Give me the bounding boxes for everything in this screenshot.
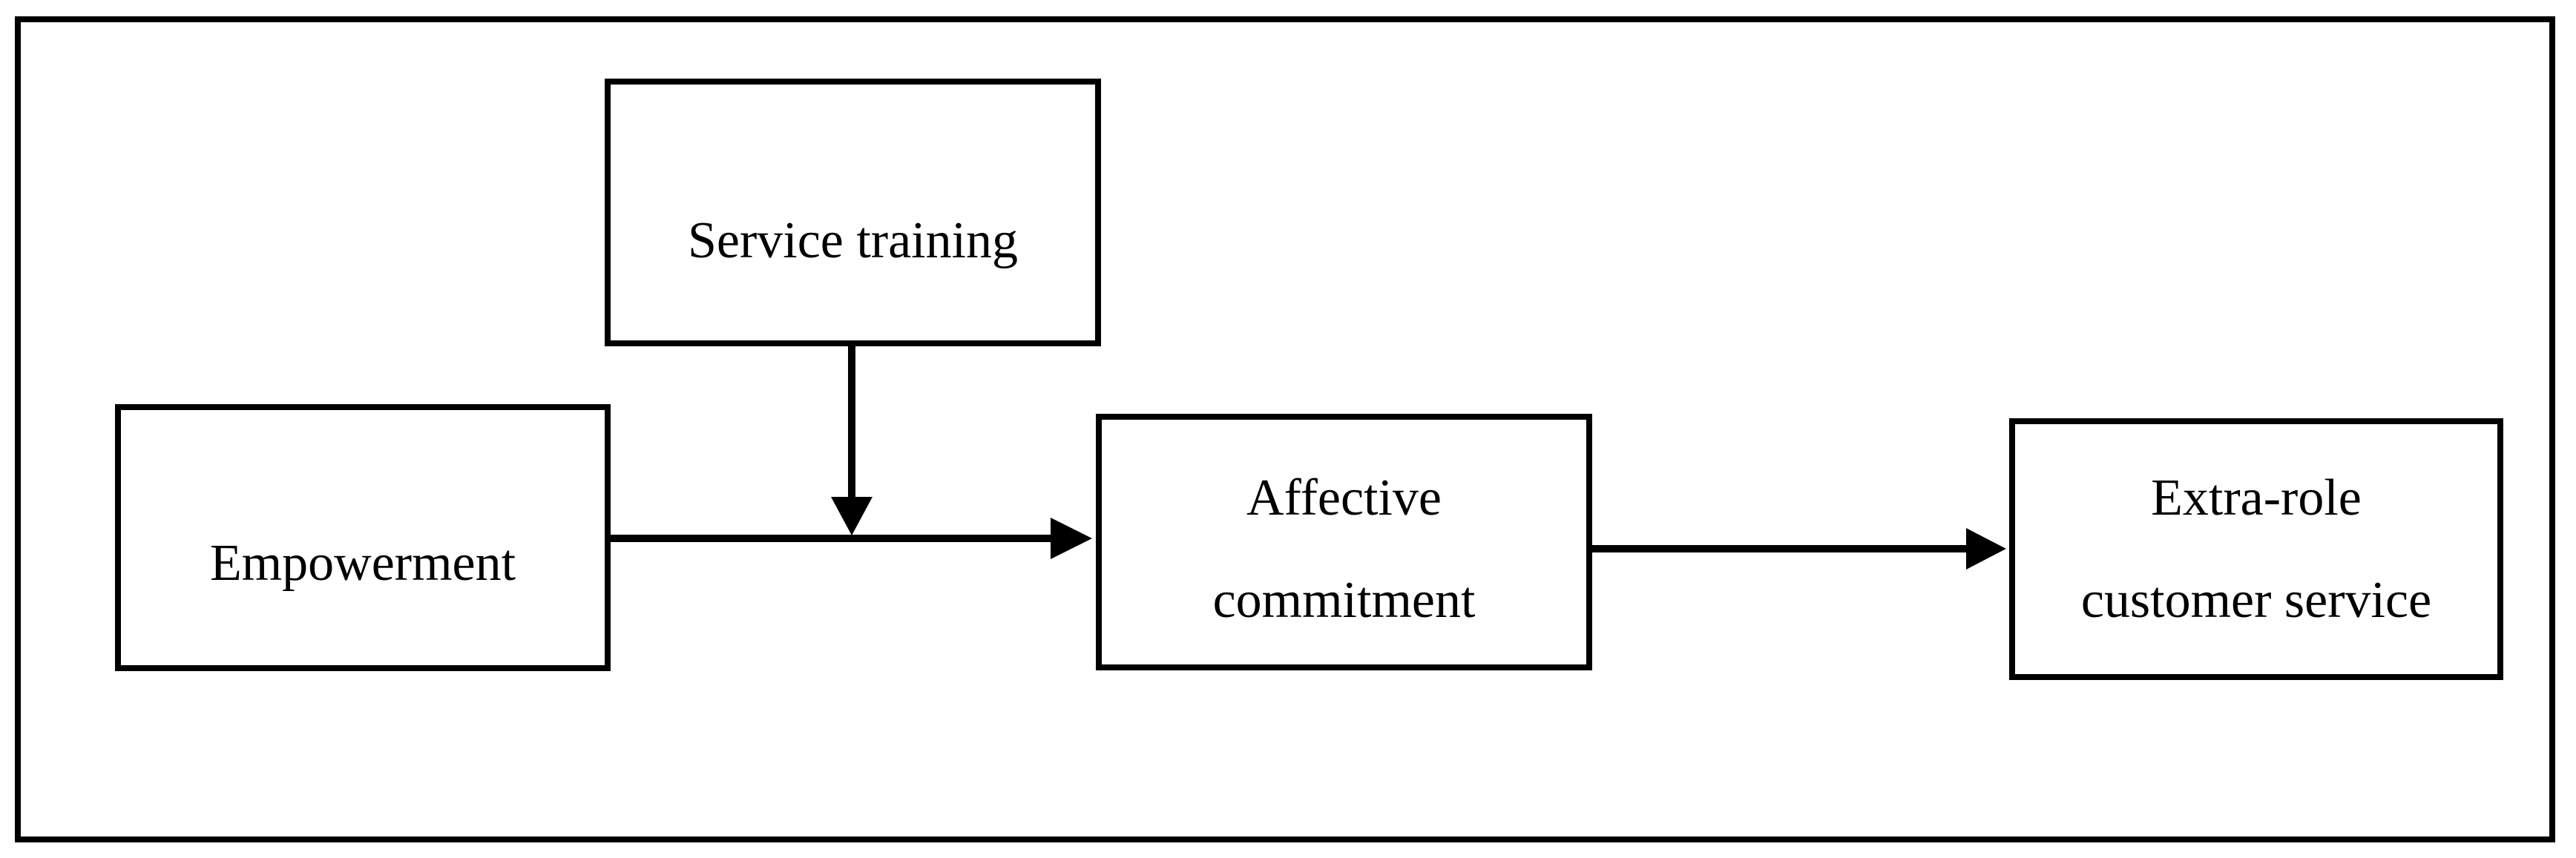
node-affective-commitment-label-line2: commitment <box>1212 572 1476 629</box>
node-extra-role-label-line1: Extra-role <box>2151 469 2362 527</box>
node-empowerment: Empowerment <box>115 404 611 671</box>
node-extra-role-label-line2: customer service <box>2080 571 2432 629</box>
node-extra-role-customer-service: Extra-role customer service <box>2009 418 2503 680</box>
figure-border <box>15 16 2555 842</box>
node-empowerment-label: Empowerment <box>209 535 516 592</box>
node-affective-commitment: Affective commitment <box>1096 414 1592 670</box>
node-affective-commitment-label-line1: Affective <box>1246 469 1442 527</box>
node-service-training-label: Service training <box>687 211 1019 269</box>
node-service-training: Service training <box>605 79 1101 346</box>
